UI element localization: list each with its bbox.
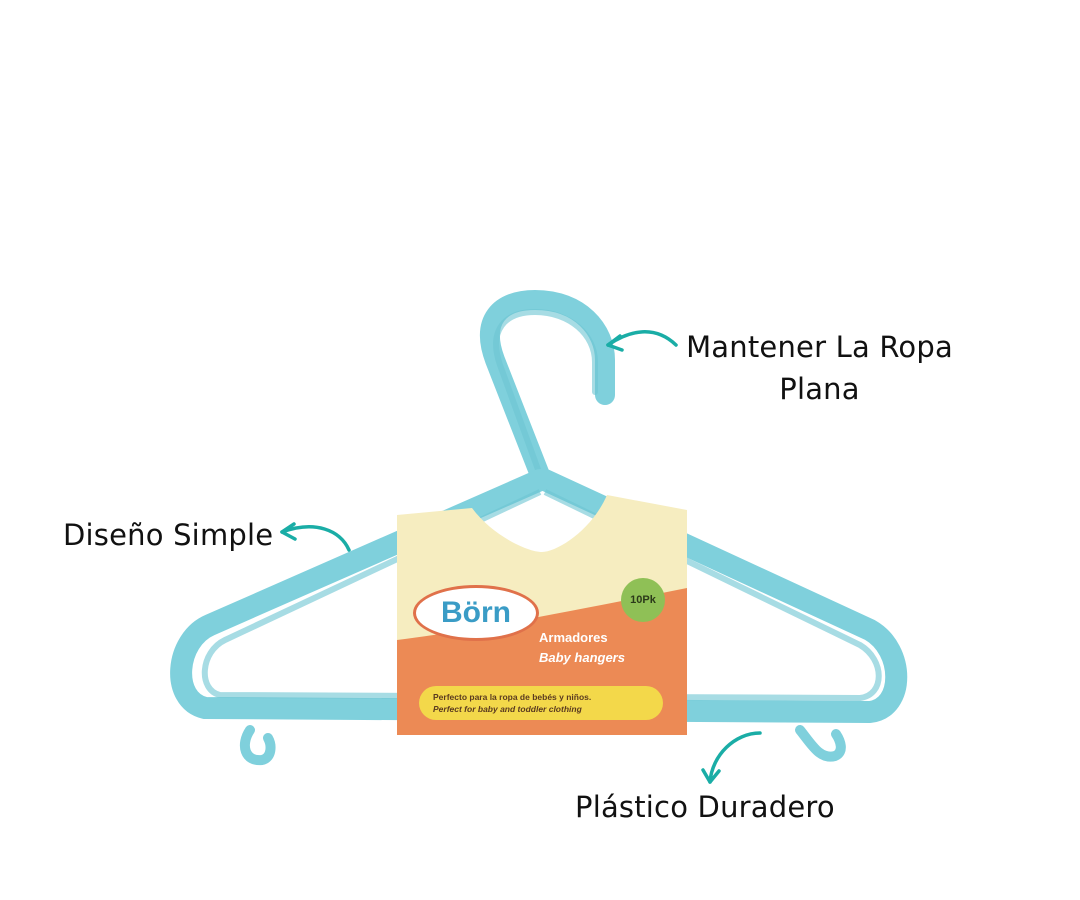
arrow-icon xyxy=(280,525,351,552)
arrow-icon xyxy=(708,731,762,784)
tagline-en: Perfect for baby and toddler clothing xyxy=(433,704,582,714)
product-title-es: Armadores xyxy=(539,630,608,645)
callout-keep-flat: Mantener La Ropa Plana xyxy=(682,326,957,410)
tagline-es: Perfecto para la ropa de bebés y niños. xyxy=(433,692,592,702)
tagline-pill: Perfecto para la ropa de bebés y niños. … xyxy=(419,686,663,720)
count-badge: 10Pk xyxy=(621,578,665,622)
brand-logo: Börn xyxy=(413,585,539,641)
product-label: Börn 10Pk Armadores Baby hangers Perfect… xyxy=(397,490,687,735)
callout-keep-flat-line2: Plana xyxy=(779,372,860,406)
callout-durable-plastic: Plástico Duradero xyxy=(575,790,835,824)
callout-keep-flat-line1: Mantener La Ropa xyxy=(686,330,953,364)
product-title-en: Baby hangers xyxy=(539,650,625,665)
callout-simple-design: Diseño Simple xyxy=(63,518,274,552)
